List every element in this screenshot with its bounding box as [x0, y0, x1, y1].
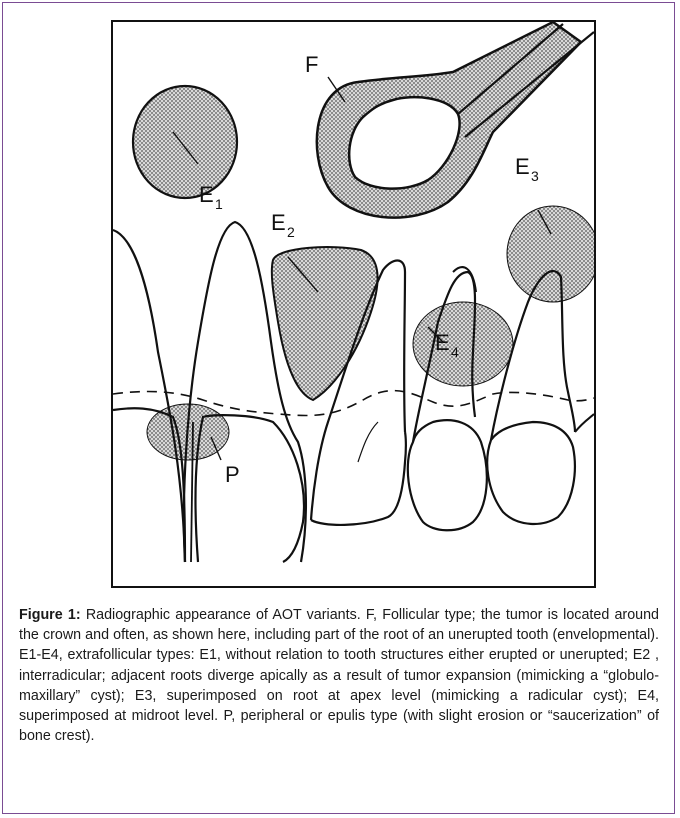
caption-lead: Figure 1: [19, 607, 81, 623]
label-f: F [305, 52, 318, 77]
label-e3-sub: 3 [531, 168, 539, 184]
label-e4: E [435, 330, 450, 355]
lesion-e1 [133, 86, 237, 198]
label-e4-sub: 4 [451, 344, 459, 360]
lesion-e3 [507, 206, 594, 302]
label-e1-sub: 1 [215, 196, 223, 212]
tooth-right [487, 271, 594, 524]
label-p: P [225, 462, 240, 487]
label-e3: E [515, 154, 530, 179]
figure-caption: Figure 1: Radiographic appearance of AOT… [19, 605, 659, 746]
label-e2: E [271, 210, 286, 235]
label-e2-sub: 2 [287, 224, 295, 240]
caption-text: Radiographic appearance of AOT variants.… [19, 607, 659, 744]
label-e1: E [199, 182, 214, 207]
aot-variants-diagram: F E 1 E 2 E 3 E 4 P [111, 20, 596, 588]
lesion-f [317, 22, 594, 218]
tooth-left [113, 230, 185, 562]
diagram-svg: F E 1 E 2 E 3 E 4 P [113, 22, 594, 586]
